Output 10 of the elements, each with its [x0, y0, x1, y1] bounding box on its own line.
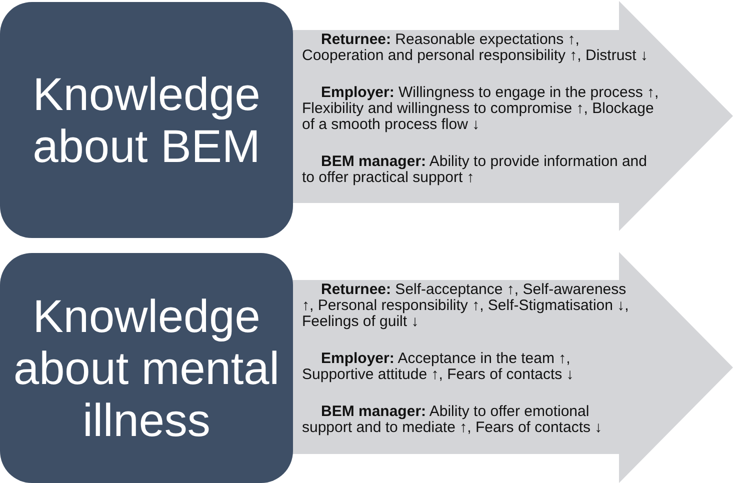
topic-title: Knowledge about mental illness — [12, 290, 280, 446]
factor-text: Employer: Acceptance in the team ↑, Supportive attitude ↑, Fears of contacts ↓ — [302, 351, 575, 383]
factor-text: Returnee: Reasonable expectations ↑, Cooperation and personal responsibility ↑, Distrust ↓ — [302, 32, 650, 64]
factor-text: BEM manager: Ability to offer emotional support and to mediate ↑, Fears of contacts ↓ — [302, 404, 604, 436]
factor-text: Returnee: Self-acceptance ↑, Self-awareness ↑, Personal responsibility ↑, Self-Stigmatisation ↓, Feelings of guilt ↓ — [302, 282, 630, 330]
topic-box — [0, 2, 293, 238]
topic-title: Knowledge about BEM — [32, 68, 262, 172]
topic-box — [0, 253, 293, 483]
factor-text: BEM manager: Ability to provide information and to offer practical support ↑ — [302, 154, 648, 186]
factor-text: Employer: Willingness to engage in the process ↑, Flexibility and willingness to compromise ↑, Blockage of a smooth process flow ↓ — [302, 85, 660, 133]
